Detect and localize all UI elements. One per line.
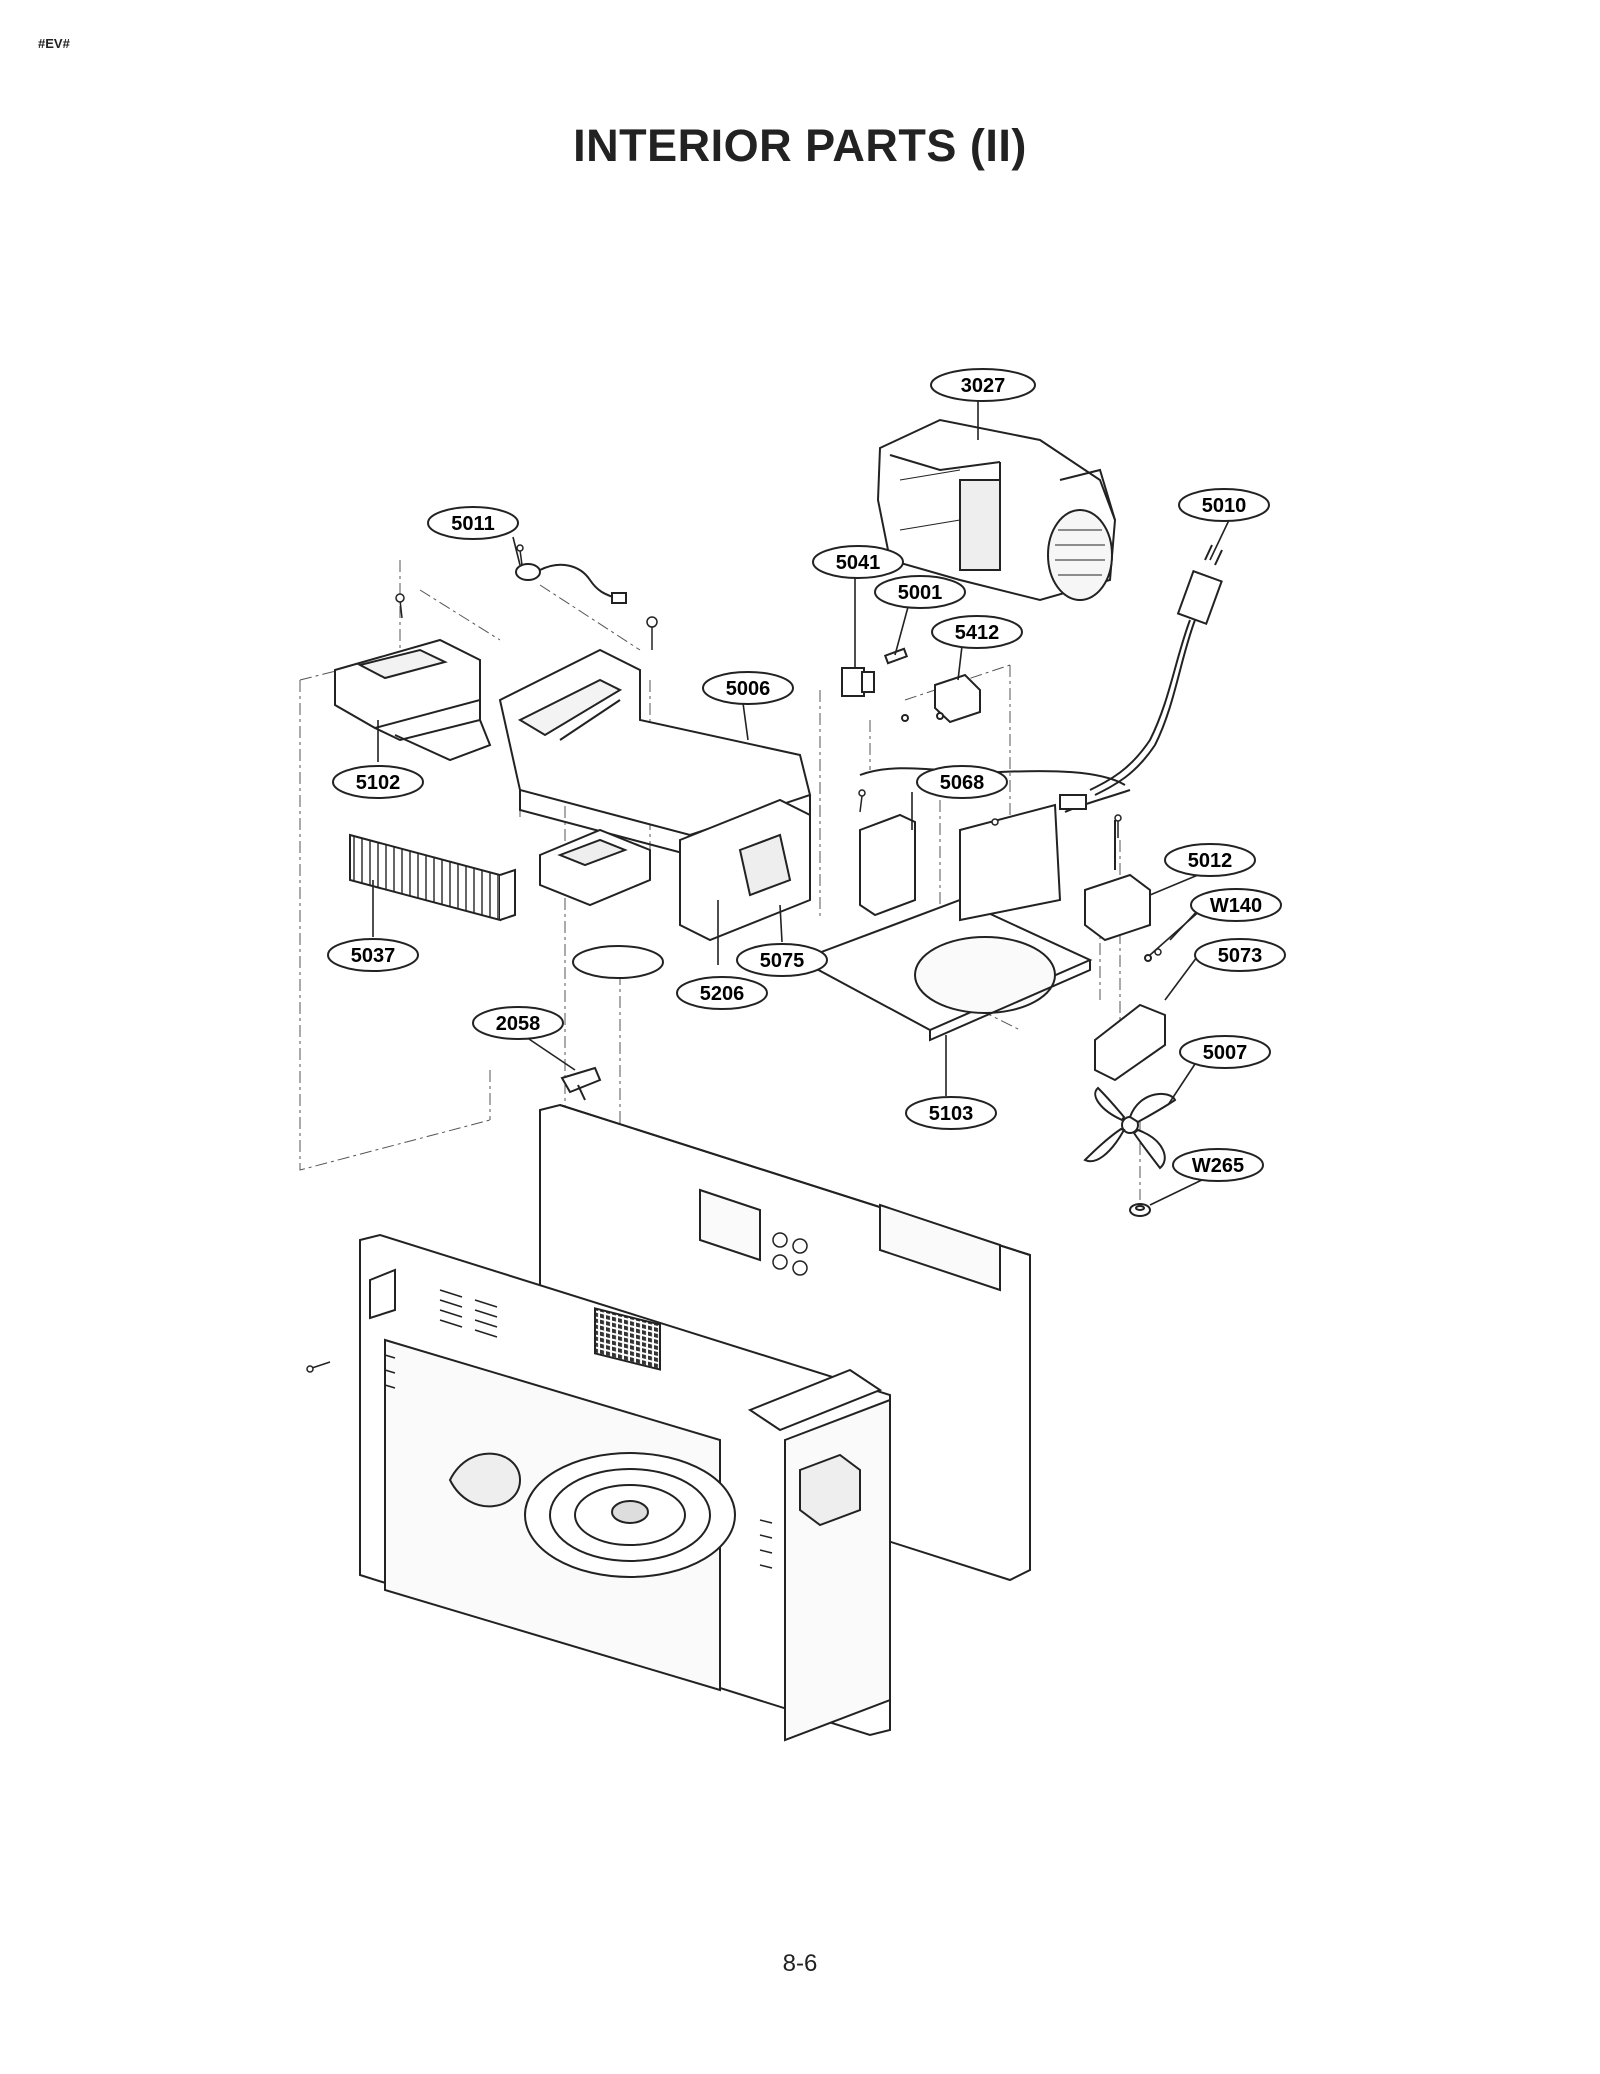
svg-text:W265: W265	[1192, 1155, 1244, 1177]
callout-5011: 5011	[427, 506, 519, 540]
callout-5001: 5001	[874, 575, 966, 609]
fan-nut	[1129, 1203, 1151, 1217]
callout-5075: 5075	[736, 943, 828, 977]
power-cord	[859, 544, 1223, 813]
callout-5073: 5073	[1194, 938, 1286, 972]
svg-text:5006: 5006	[726, 678, 771, 700]
callout-5010: 5010	[1178, 488, 1270, 522]
callout-5068: 5068	[916, 765, 1008, 799]
svg-text:5007: 5007	[1203, 1042, 1248, 1064]
svg-text:5041: 5041	[836, 552, 881, 574]
svg-text:5011: 5011	[451, 513, 494, 535]
air-guide-duct	[334, 638, 492, 762]
callout-5041: 5041	[812, 545, 904, 579]
callout-W265: W265	[1172, 1148, 1264, 1182]
svg-text:5068: 5068	[940, 772, 985, 794]
callout-blank	[572, 945, 664, 979]
svg-text:5001: 5001	[898, 582, 943, 604]
callout-5007: 5007	[1179, 1035, 1271, 1069]
svg-text:2058: 2058	[496, 1013, 541, 1035]
callout-5103: 5103	[905, 1096, 997, 1130]
base-plate	[797, 803, 1093, 1042]
document-tag: #EV#	[38, 36, 70, 51]
small-bracket	[560, 1066, 602, 1101]
page-number: 8-6	[782, 1950, 818, 1977]
callout-5206: 5206	[676, 976, 768, 1010]
svg-text:5075: 5075	[760, 950, 805, 972]
svg-text:5012: 5012	[1188, 850, 1233, 872]
page-title: INTERIOR PARTS (II)	[573, 120, 1027, 171]
svg-text:5102: 5102	[356, 772, 401, 794]
svg-text:5037: 5037	[351, 945, 396, 967]
screws	[306, 544, 1162, 1373]
callout-5006: 5006	[702, 671, 794, 705]
blower-motor-assembly	[876, 418, 1117, 602]
svg-text:W140: W140	[1210, 895, 1262, 917]
svg-text:5412: 5412	[955, 622, 1000, 644]
callout-3027: 3027	[930, 368, 1036, 402]
svg-text:5103: 5103	[929, 1103, 974, 1125]
control-bracket	[679, 798, 916, 942]
fan-blade	[1083, 1086, 1177, 1170]
callout-2058: 2058	[472, 1006, 564, 1040]
oven-cavity-front-frame	[359, 1233, 891, 1742]
callout-5037: 5037	[327, 938, 419, 972]
base-plate-bracket	[539, 828, 651, 907]
svg-text:5206: 5206	[700, 983, 745, 1005]
callout-5412: 5412	[931, 615, 1023, 649]
switch-fuse-parts	[841, 647, 981, 724]
latch-switch-parts	[1084, 820, 1166, 1082]
svg-text:3027: 3027	[961, 375, 1006, 397]
thermostat	[515, 563, 627, 604]
svg-text:5010: 5010	[1202, 495, 1247, 517]
grease-filter	[349, 833, 516, 922]
callout-W140: W140	[1190, 888, 1282, 922]
callout-5102: 5102	[332, 765, 424, 799]
leader-lines	[372, 398, 1231, 1206]
svg-text:5073: 5073	[1218, 945, 1263, 967]
callout-5012: 5012	[1164, 843, 1256, 877]
